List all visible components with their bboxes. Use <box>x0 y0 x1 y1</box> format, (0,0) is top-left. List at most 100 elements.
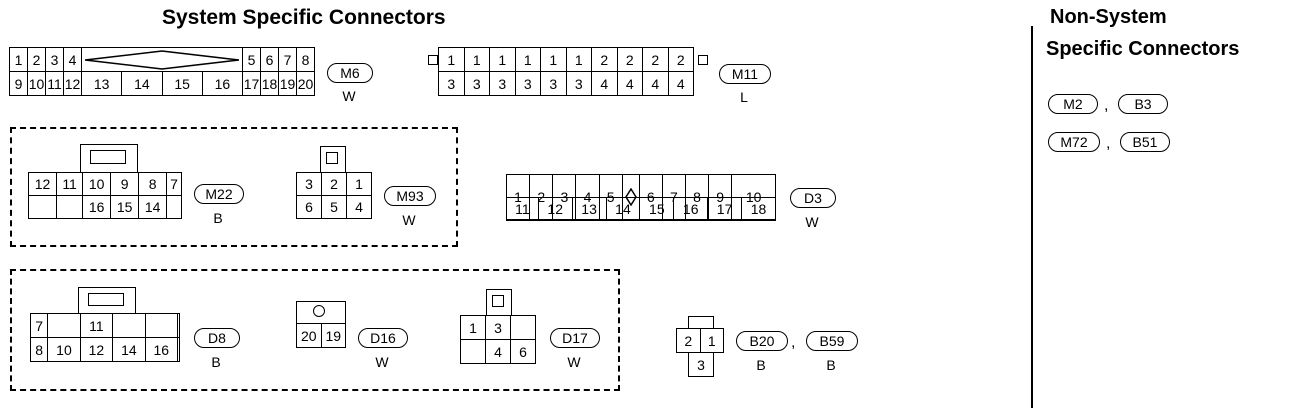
connector-hood <box>80 144 138 173</box>
pin: 11 <box>506 197 539 221</box>
wire-color-b59: B <box>826 357 836 373</box>
connector-group-1 <box>10 127 458 247</box>
pin: 8 <box>296 47 315 72</box>
pin: 12 <box>537 197 573 221</box>
connector-b20-top: 2 1 <box>676 328 724 353</box>
pin: 16 <box>673 197 709 221</box>
pin: 8 <box>29 337 49 362</box>
pin: 2 <box>321 172 347 196</box>
pin: 10 <box>82 172 112 196</box>
pin <box>460 339 486 364</box>
pin: 1 <box>463 47 490 72</box>
pin: 4 <box>485 339 511 364</box>
pin <box>28 195 57 219</box>
wire-color-d16: W <box>375 354 389 370</box>
wire-color-m11: L <box>740 89 748 105</box>
pin: 3 <box>565 71 592 96</box>
pin: 15 <box>639 197 675 221</box>
pin: 3 <box>688 352 714 377</box>
pin: 14 <box>112 337 146 362</box>
connector-tag-d16: D16 <box>358 328 408 348</box>
connector-m6: 1 2 3 4 5 6 7 8 9 10 11 12 13 14 15 16 1… <box>9 47 315 96</box>
separator-comma: , <box>1106 135 1111 152</box>
pin: 3 <box>438 71 465 96</box>
lock-key-diamond <box>81 47 243 72</box>
pin: 12 <box>79 337 114 362</box>
latch-right <box>698 55 708 65</box>
connector-tag-b20: B20 <box>736 331 788 351</box>
pin: 4 <box>63 47 82 72</box>
connector-m11: 1 1 1 1 1 1 2 2 2 2 3 3 3 3 3 3 4 4 4 4 <box>438 47 694 96</box>
pin: 14 <box>121 71 163 96</box>
pin <box>166 195 182 219</box>
pin: 3 <box>296 172 322 196</box>
pin: 5 <box>321 195 347 219</box>
pin: 4 <box>667 71 694 96</box>
pin: 16 <box>82 195 112 219</box>
connector-d17: 1 3 4 6 <box>460 315 536 364</box>
pin: 6 <box>260 47 279 72</box>
connector-m93: 3 2 1 6 5 4 <box>296 172 372 219</box>
separator-comma: , <box>791 334 796 351</box>
hood-circle <box>313 305 325 317</box>
pin: 4 <box>616 71 643 96</box>
hood-latch <box>326 152 338 164</box>
wire-color-d3: W <box>805 214 819 230</box>
pin: 12 <box>28 172 57 196</box>
pin: 20 <box>296 71 315 96</box>
pin <box>55 195 84 219</box>
connector-tag-b51: B51 <box>1120 132 1170 152</box>
connector-tag-d8: D8 <box>194 328 240 348</box>
pin: 6 <box>296 195 322 219</box>
pin: 1 <box>346 172 372 196</box>
pin: 6 <box>510 339 536 364</box>
pin <box>177 337 180 362</box>
wire-color-d8: B <box>211 354 221 370</box>
wire-color-m22: B <box>213 210 223 226</box>
pin: 17 <box>242 71 261 96</box>
pin: 2 <box>616 47 643 72</box>
connector-tag-m11: M11 <box>719 64 771 84</box>
pin: 19 <box>320 323 346 348</box>
pin: 10 <box>47 337 81 362</box>
pin: 3 <box>514 71 541 96</box>
pin: 1 <box>514 47 541 72</box>
non-system-title-line2: Specific Connectors <box>1046 38 1240 60</box>
non-system-title-line1: Non-System <box>1050 6 1167 28</box>
pin: 14 <box>605 197 641 221</box>
pin <box>47 313 81 338</box>
connector-tag-m72: M72 <box>1048 132 1100 152</box>
connector-m22: 12 11 10 9 8 7 16 15 14 <box>28 172 182 219</box>
pin: 1 <box>9 47 28 72</box>
connector-b20-bottom: 3 <box>688 352 714 377</box>
section-divider <box>1031 26 1033 408</box>
pin: 15 <box>161 71 203 96</box>
pin: 4 <box>346 195 372 219</box>
pin: 2 <box>642 47 669 72</box>
pin <box>112 313 146 338</box>
pin: 2 <box>667 47 694 72</box>
wire-color-d17: W <box>567 354 581 370</box>
connector-tag-b59: B59 <box>806 331 858 351</box>
connector-group-2 <box>10 269 620 391</box>
pin: 7 <box>29 313 49 338</box>
pin: 4 <box>591 71 618 96</box>
pin: 19 <box>278 71 297 96</box>
pin: 5 <box>242 47 261 72</box>
latch-left <box>428 55 438 65</box>
pin: 11 <box>55 172 84 196</box>
pin: 9 <box>9 71 28 96</box>
connector-hood <box>688 316 714 329</box>
pin: 12 <box>63 71 82 96</box>
pin: 3 <box>45 47 64 72</box>
connector-d3-row2: 11 12 13 14 15 16 17 18 <box>506 197 776 221</box>
pin <box>510 315 536 340</box>
pin: 17 <box>707 197 743 221</box>
pin: 11 <box>79 313 114 338</box>
pin: 18 <box>260 71 279 96</box>
pin: 13 <box>571 197 607 221</box>
pin: 1 <box>540 47 567 72</box>
pin: 7 <box>166 172 182 196</box>
connector-tag-b3: B3 <box>1118 94 1168 114</box>
pin: 4 <box>642 71 669 96</box>
